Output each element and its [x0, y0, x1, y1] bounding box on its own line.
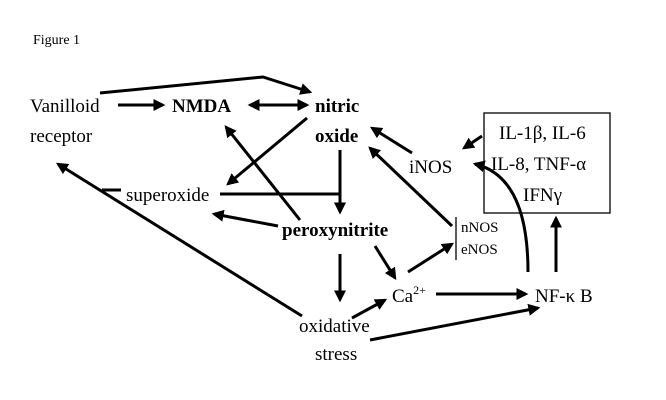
- node-nnos: nNOS: [461, 220, 499, 236]
- node-enos: eNOS: [461, 242, 498, 258]
- cytokine-line2: IL-8, TNF-α: [491, 154, 586, 175]
- node-vanilloid-receptor-line2: receptor: [30, 126, 93, 147]
- edge-peroxynitrite-to-calcium: [373, 245, 397, 281]
- node-inos: iNOS: [409, 157, 452, 178]
- edge-oxidative-stress-to-calcium: [351, 298, 388, 320]
- node-peroxynitrite: peroxynitrite: [282, 220, 388, 241]
- edge-peroxynitrite-to-nmda: [224, 125, 302, 221]
- edge-superoxide-to-peroxynitrite: [220, 192, 346, 215]
- edge-nitric-oxide-to-superoxide: [226, 116, 308, 186]
- node-superoxide: superoxide: [126, 185, 209, 206]
- node-calcium-superscript: 2+: [413, 283, 426, 297]
- cytokine-line1: IL-1β, IL-6: [499, 123, 586, 144]
- edge-peroxynitrite-to-superoxide: [211, 209, 279, 228]
- node-vanilloid-receptor-line1: Vanilloid: [30, 96, 100, 117]
- edge-cytokines-to-inos: [462, 134, 483, 150]
- edge-nnos-enos-to-nitric-oxide: [368, 146, 454, 228]
- node-calcium-base: Ca: [392, 286, 414, 307]
- node-oxidative-stress-line2: stress: [315, 344, 357, 365]
- cytokine-line3: IFNγ: [523, 185, 562, 206]
- edge-calcium-to-nnos-enos: [407, 242, 455, 274]
- node-oxidative-stress-line1: oxidative: [299, 316, 370, 337]
- node-nmda: NMDA: [172, 96, 231, 117]
- edge-nfkb-to-inos: [472, 160, 530, 273]
- edge-vanilloid-to-nitric-oxide: [99, 75, 313, 95]
- node-calcium: Ca2+: [392, 283, 426, 307]
- edge-oxidative-stress-to-nfkb: [369, 303, 541, 342]
- node-nitric-oxide-line1: nitric: [315, 96, 359, 117]
- edge-oxidative-stress-to-vanilloid: [55, 162, 303, 318]
- node-nitric-oxide-line2: oxide: [315, 126, 358, 147]
- edge-inos-to-nitric-oxide: [369, 126, 413, 155]
- node-nf-kappa-b: NF-κ B: [535, 286, 593, 307]
- figure-label: Figure 1: [33, 33, 80, 48]
